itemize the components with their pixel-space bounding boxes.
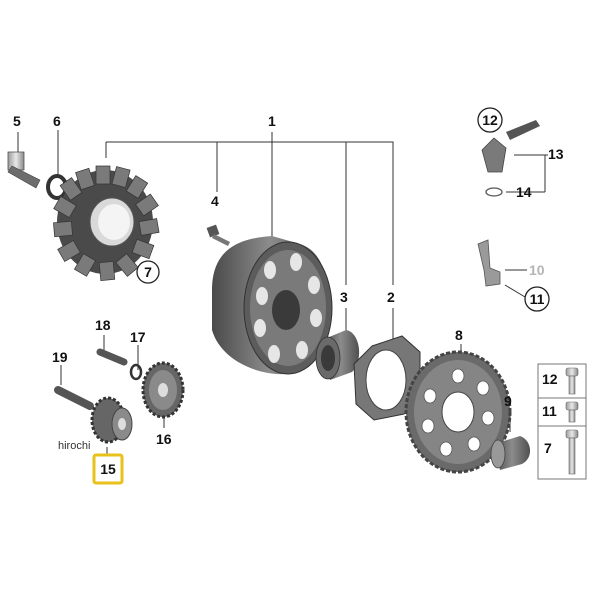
callout-1: 1 [268,113,276,129]
callout-2: 2 [387,289,395,305]
screw-icon-12 [565,367,579,395]
o-ring-17-icon [129,363,143,381]
gear-16-icon [141,361,185,419]
pin-18-icon [96,348,128,366]
callout-14: 14 [516,184,532,200]
callout-7-circle: 7 [136,260,160,284]
callout-6: 6 [53,113,61,129]
callout-15: 15 [100,461,116,477]
legend-item-7: 7 [544,440,552,456]
legend-item-11: 11 [542,403,557,419]
screw-icon-11 [565,401,579,423]
callout-11: 11 [530,291,545,307]
sensor-assembly-icon [481,120,540,197]
callout-13: 13 [548,146,564,162]
callout-15-highlight[interactable]: 15 [92,453,124,485]
callout-4: 4 [211,193,219,209]
sleeve-3-icon [315,330,360,380]
callout-19: 19 [52,349,68,365]
shaft-19-icon [54,386,94,410]
callout-5: 5 [13,113,21,129]
callout-12: 12 [482,112,498,128]
callout-9: 9 [504,393,512,409]
callout-labels: 1 2 3 4 5 6 8 9 10 13 14 16 17 18 19 [13,113,564,447]
bolt-5-icon [7,151,41,189]
callout-17: 17 [130,329,146,345]
rotor-1-icon [212,236,333,375]
bolt-4-icon [206,224,230,246]
gear-8-icon [404,350,512,474]
callout-16: 16 [156,431,172,447]
bushing-9-icon [490,436,531,470]
clutch-plate-2-icon [353,335,421,421]
callout-11-circle: 11 [524,286,550,312]
watermark: hirochi [58,440,90,452]
callout-10: 10 [529,262,545,278]
legend-item-12: 12 [542,371,558,387]
screw-icon-7 [565,429,579,475]
callout-8: 8 [455,327,463,343]
stator-icon [53,165,160,281]
bracket-icon [477,239,501,287]
legend-table: 12 11 7 [537,363,587,480]
callout-7: 7 [144,264,152,280]
callout-12-circle: 12 [477,107,503,133]
callout-18: 18 [95,317,111,333]
gear-15-icon [90,396,133,444]
callout-3: 3 [340,289,348,305]
